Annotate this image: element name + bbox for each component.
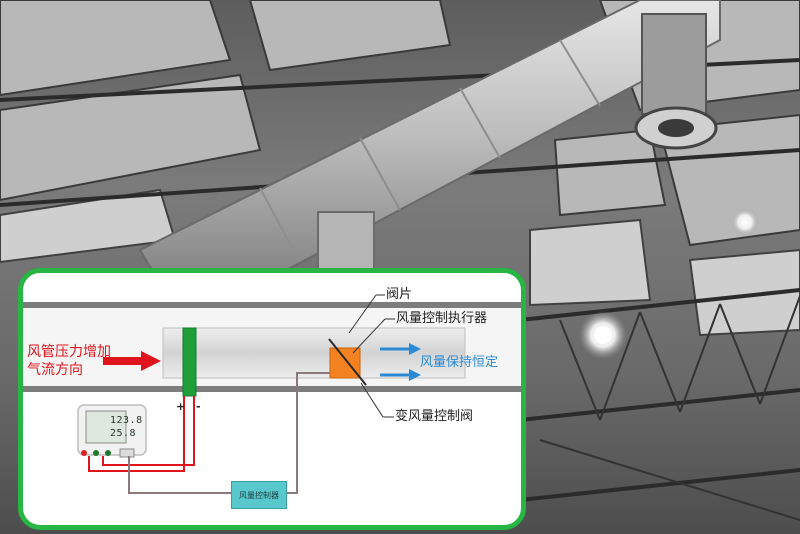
- airflow-arrow: [103, 351, 161, 371]
- sign-plus: +: [176, 400, 186, 413]
- label-pressure-increase: 风管压力增加: [27, 344, 111, 360]
- diagram-panel: 风管压力增加 气流方向 阀片 风量控制执行器 风量保持恒定 变风量控制阀 + -…: [18, 268, 526, 530]
- duct-top-rail: [23, 302, 521, 308]
- label-airflow-direction: 气流方向: [27, 362, 83, 378]
- pressure-probe: [182, 327, 197, 397]
- label-valve-blade: 阀片: [386, 287, 413, 302]
- diagram-drawing: [23, 294, 521, 494]
- sensor-screen: [85, 410, 127, 444]
- sign-minus: -: [196, 400, 201, 413]
- label-variable-valve: 变风量控制阀: [395, 409, 474, 424]
- sensor-reading-2: 25.8: [110, 428, 137, 439]
- controller-label: 风量控制器: [239, 490, 279, 500]
- wire-control: [287, 372, 330, 494]
- wire-minus: [102, 396, 195, 466]
- label-constant-airflow: 风量保持恒定: [420, 355, 499, 370]
- callout-line-actuator: [352, 318, 386, 354]
- callout-line-variable-valve: [360, 382, 384, 418]
- sensor-reading-1: 123.8: [110, 415, 143, 426]
- wire-signal: [128, 456, 231, 494]
- duct-bottom-rail: [23, 386, 521, 392]
- duct-pipe-segment: [163, 328, 465, 378]
- label-actuator: 风量控制执行器: [396, 311, 488, 326]
- valve-blade-line: [328, 338, 367, 386]
- wire-plus: [88, 396, 185, 472]
- callout-line-blade: [348, 294, 377, 334]
- airflow-controller-box: 风量控制器: [231, 481, 287, 509]
- actuator-box: [329, 347, 361, 379]
